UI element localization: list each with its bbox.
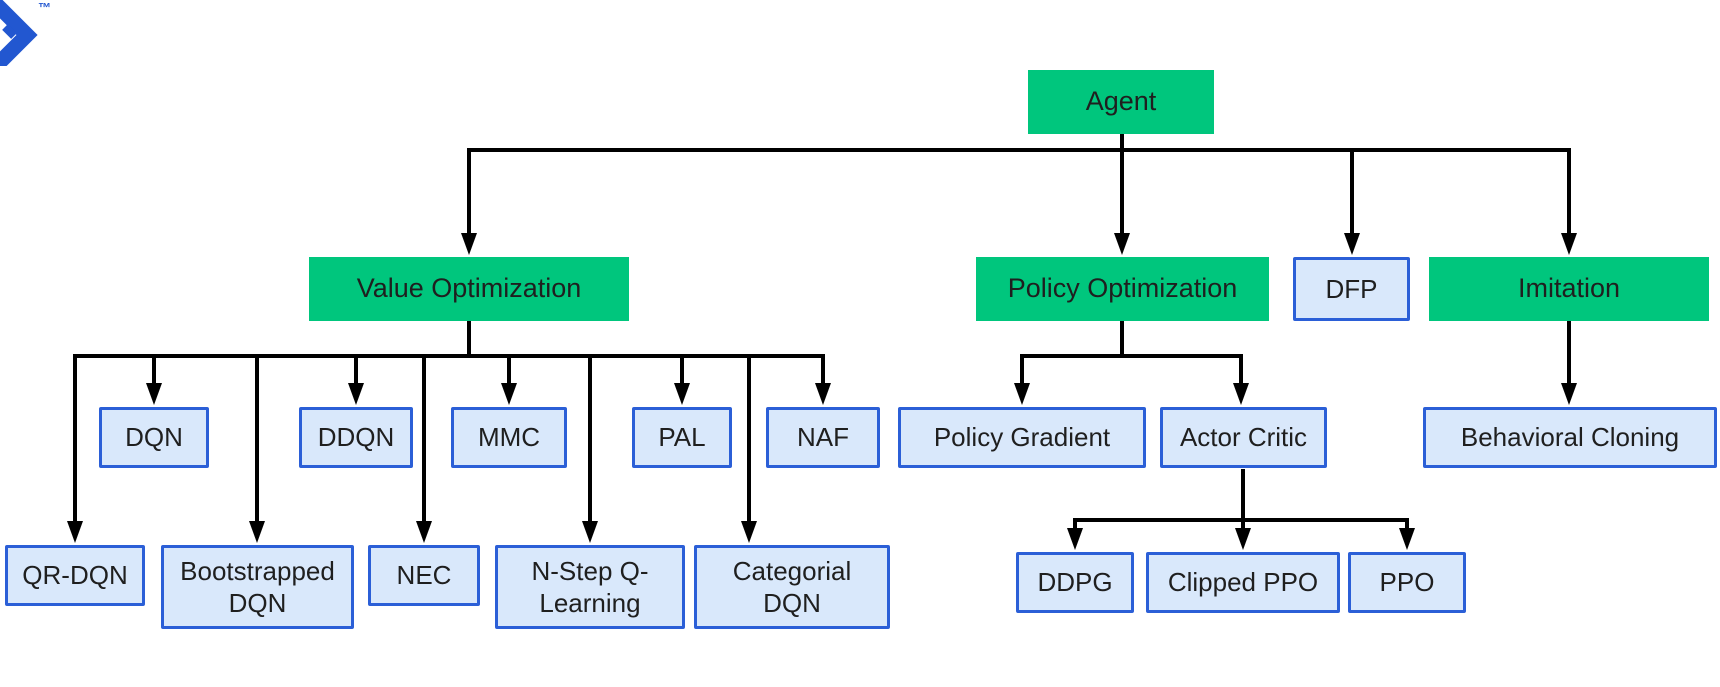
arrowhead-icon-policy_gradient [1014,383,1030,405]
node-dfp: DFP [1293,257,1410,321]
arrowhead-icon-categorial_dqn [741,521,757,543]
edge-policy_optimization-to-actor_critic [1120,321,1243,383]
node-label-actor_critic: Actor Critic [1179,422,1308,453]
node-label-nec: NEC [396,560,452,591]
arrowhead-icon-behavioral_cloning [1561,383,1577,405]
edge-actor_critic-to-ppo [1241,469,1409,528]
arrowhead-icon-naf [815,383,831,405]
arrowhead-icon-value_optimization [461,233,477,255]
node-label-ppo: PPO [1379,567,1435,598]
edge-agent-to-value_optimization [467,134,1124,233]
arrowhead-icon-clipped_ppo [1235,528,1251,550]
node-label-pal: PAL [658,422,706,453]
node-behavioral_cloning: Behavioral Cloning [1423,407,1717,468]
arrowhead-icon-ddpg [1067,528,1083,550]
node-label-policy_optimization: Policy Optimization [1007,273,1238,304]
arrowhead-icon-dqn [146,383,162,405]
node-policy_gradient: Policy Gradient [898,407,1146,468]
edge-value_optimization-to-pal [467,321,684,383]
node-label-value_optimization: Value Optimization [356,273,582,304]
node-bootstrapped_dqn: Bootstrapped DQN [161,545,354,629]
node-label-ddqn: DDQN [317,422,395,453]
node-ppo: PPO [1348,552,1466,613]
arrowhead-icon-qr_dqn [67,521,83,543]
node-ddqn: DDQN [299,407,413,468]
node-label-behavioral_cloning: Behavioral Cloning [1460,422,1680,453]
arrowhead-icon-ddqn [348,383,364,405]
node-n_step_q_learning: N-Step Q-Learning [495,545,685,629]
node-dqn: DQN [99,407,209,468]
arrowhead-icon-pal [674,383,690,405]
node-nec: NEC [368,545,480,606]
node-label-qr_dqn: QR-DQN [22,560,128,591]
edge-policy_optimization-to-policy_gradient [1020,321,1124,383]
arrowhead-icon-actor_critic [1233,383,1249,405]
node-imitation: Imitation [1429,257,1709,321]
node-label-policy_gradient: Policy Gradient [933,422,1111,453]
edge-value_optimization-to-dqn [152,321,471,383]
node-mmc: MMC [451,407,567,468]
node-label-ddpg: DDPG [1037,567,1113,598]
trademark-symbol: ™ [38,0,52,15]
node-policy_optimization: Policy Optimization [976,257,1269,321]
node-naf: NAF [766,407,880,468]
node-value_optimization: Value Optimization [309,257,629,321]
arrowhead-icon-dfp [1344,233,1360,255]
node-label-dfp: DFP [1325,273,1378,304]
node-label-agent: Agent [1085,86,1157,117]
arrowhead-icon-policy_optimization [1114,233,1130,255]
arrowhead-icon-nec [416,521,432,543]
node-ddpg: DDPG [1016,552,1134,613]
node-pal: PAL [632,407,732,468]
arrowhead-icon-mmc [501,383,517,405]
node-label-mmc: MMC [477,422,541,453]
edge-actor_critic-to-ddpg [1073,469,1245,528]
node-label-bootstrapped_dqn: Bootstrapped DQN [180,555,335,619]
node-label-n_step_q_learning: N-Step Q-Learning [531,555,649,619]
node-label-imitation: Imitation [1517,273,1621,304]
node-clipped_ppo: Clipped PPO [1146,552,1340,613]
arrowhead-icon-n_step_q_learning [582,521,598,543]
arrowhead-icon-bootstrapped_dqn [249,521,265,543]
toptal-logo-icon [0,0,38,66]
edge-agent-to-imitation [1120,134,1571,233]
edge-value_optimization-to-mmc [467,321,511,383]
node-label-dqn: DQN [125,422,183,453]
edge-value_optimization-to-naf [467,321,825,383]
arrowhead-icon-imitation [1561,233,1577,255]
edge-value_optimization-to-ddqn [354,321,471,383]
node-label-naf: NAF [797,422,849,453]
node-agent: Agent [1028,70,1214,134]
node-label-categorial_dqn: Categorial DQN [732,555,852,619]
node-qr_dqn: QR-DQN [5,545,145,606]
arrowhead-icon-ppo [1399,528,1415,550]
node-actor_critic: Actor Critic [1160,407,1327,468]
node-label-clipped_ppo: Clipped PPO [1167,567,1319,598]
node-categorial_dqn: Categorial DQN [694,545,890,629]
